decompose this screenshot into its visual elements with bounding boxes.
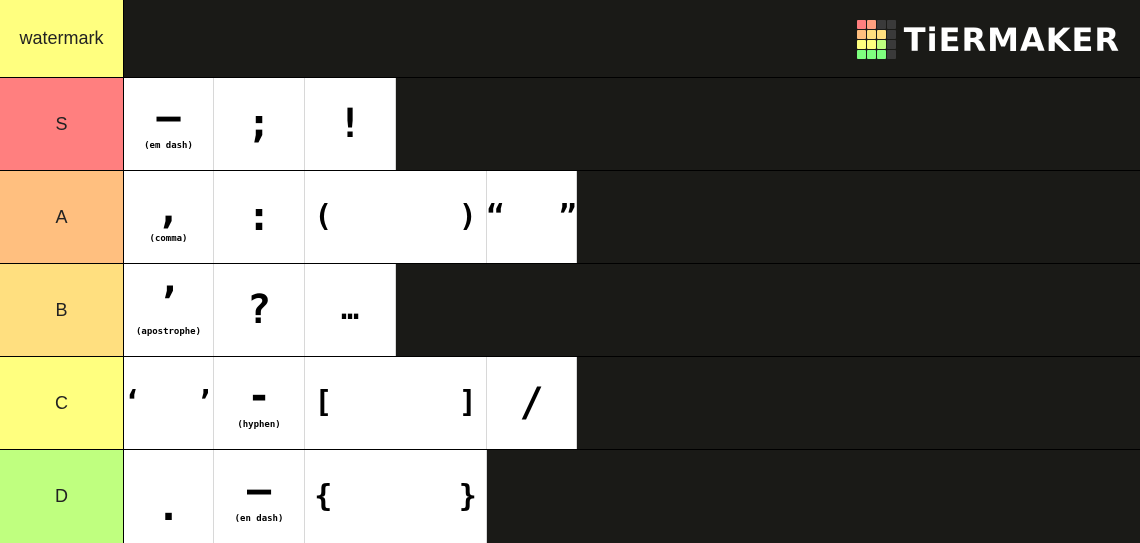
tier-row-a: A , (comma) : ( ) “ ” bbox=[0, 171, 1140, 264]
item-glyph: : bbox=[246, 194, 272, 240]
item-glyph: , bbox=[156, 187, 181, 233]
logo-grid-cell bbox=[876, 40, 886, 49]
tier-row-watermark: watermark TiERMAKER bbox=[0, 0, 1140, 78]
tier-item-exclamation[interactable]: ! bbox=[305, 78, 396, 170]
tier-row-s: S – (em dash) ; ! bbox=[0, 78, 1140, 171]
logo-grid-cell bbox=[866, 50, 876, 59]
tier-item-single-quotes[interactable]: ‘ ’ bbox=[123, 357, 214, 449]
logo-grid-cell bbox=[886, 20, 896, 29]
tier-row-c: C ‘ ’ - (hyphen) [ ] / bbox=[0, 357, 1140, 450]
tier-items[interactable] bbox=[124, 0, 1140, 77]
item-glyph: [ ] bbox=[314, 385, 477, 420]
tier-item-period[interactable]: . bbox=[124, 450, 214, 543]
tier-label[interactable]: D bbox=[0, 450, 124, 543]
logo-grid-cell bbox=[876, 20, 886, 29]
item-glyph: ? bbox=[246, 287, 272, 333]
logo-grid-cell bbox=[876, 30, 886, 39]
logo-grid-cell bbox=[856, 50, 866, 59]
logo-grid-cell bbox=[866, 20, 876, 29]
tier-row-b: B ’ (apostrophe) ? … bbox=[0, 264, 1140, 357]
item-caption: (en dash) bbox=[234, 513, 284, 524]
tier-row-d: D . – (en dash) { } bbox=[0, 450, 1140, 543]
item-glyph: ’ bbox=[156, 280, 181, 326]
item-caption: (comma) bbox=[149, 234, 188, 244]
tier-item-slash[interactable]: / bbox=[487, 357, 577, 449]
logo-grid-cell bbox=[866, 40, 876, 49]
tier-item-hyphen[interactable]: - (hyphen) bbox=[214, 357, 305, 449]
item-glyph: ( ) bbox=[314, 199, 477, 234]
tier-item-parentheses[interactable]: ( ) bbox=[305, 171, 487, 263]
logo-grid-cell bbox=[886, 50, 896, 59]
tier-item-double-quotes[interactable]: “ ” bbox=[486, 171, 577, 263]
tier-item-colon[interactable]: : bbox=[214, 171, 305, 263]
tier-item-square-brackets[interactable]: [ ] bbox=[305, 357, 487, 449]
tier-items[interactable]: – (em dash) ; ! bbox=[124, 78, 1140, 170]
item-glyph: { } bbox=[314, 478, 477, 514]
logo-grid-cell bbox=[856, 30, 866, 39]
tier-item-ellipsis[interactable]: … bbox=[305, 264, 396, 356]
tier-items[interactable]: , (comma) : ( ) “ ” bbox=[124, 171, 1140, 263]
logo-grid-cell bbox=[856, 20, 866, 29]
tier-item-question-mark[interactable]: ? bbox=[214, 264, 305, 356]
item-glyph: “ ” bbox=[486, 199, 577, 234]
logo-grid-cell bbox=[886, 30, 896, 39]
logo-grid-cell bbox=[856, 40, 866, 49]
logo-text: TiERMAKER bbox=[903, 20, 1120, 59]
item-caption: (apostrophe) bbox=[135, 327, 202, 337]
tier-label[interactable]: A bbox=[0, 171, 124, 263]
item-glyph: - bbox=[246, 373, 272, 419]
item-caption: (em dash) bbox=[144, 141, 193, 151]
tiermaker-logo[interactable]: TiERMAKER bbox=[856, 20, 1120, 59]
item-glyph: / bbox=[519, 380, 544, 426]
tier-item-curly-braces[interactable]: { } bbox=[305, 450, 487, 543]
item-glyph: – bbox=[246, 466, 272, 513]
item-glyph: … bbox=[340, 292, 360, 327]
tier-items[interactable]: ’ (apostrophe) ? … bbox=[124, 264, 1140, 356]
tier-label[interactable]: B bbox=[0, 264, 124, 356]
item-glyph: – bbox=[156, 94, 181, 140]
item-caption: (hyphen) bbox=[237, 420, 281, 430]
tier-item-semicolon[interactable]: ; bbox=[214, 78, 305, 170]
tier-label[interactable]: C bbox=[0, 357, 124, 449]
item-glyph: ; bbox=[246, 101, 272, 147]
item-glyph: . bbox=[156, 483, 181, 530]
logo-grid-cell bbox=[876, 50, 886, 59]
item-glyph: ‘ ’ bbox=[123, 385, 214, 420]
logo-grid-icon bbox=[856, 20, 896, 59]
tier-items[interactable]: . – (en dash) { } bbox=[124, 450, 1140, 543]
tier-label[interactable]: watermark bbox=[0, 0, 124, 77]
tier-item-comma[interactable]: , (comma) bbox=[124, 171, 214, 263]
tier-item-en-dash[interactable]: – (en dash) bbox=[214, 450, 305, 543]
tier-label[interactable]: S bbox=[0, 78, 124, 170]
logo-grid-cell bbox=[886, 40, 896, 49]
item-glyph: ! bbox=[337, 101, 363, 147]
logo-grid-cell bbox=[866, 30, 876, 39]
tier-items[interactable]: ‘ ’ - (hyphen) [ ] / bbox=[123, 357, 1140, 449]
tier-item-apostrophe[interactable]: ’ (apostrophe) bbox=[124, 264, 214, 356]
tier-item-em-dash[interactable]: – (em dash) bbox=[124, 78, 214, 170]
